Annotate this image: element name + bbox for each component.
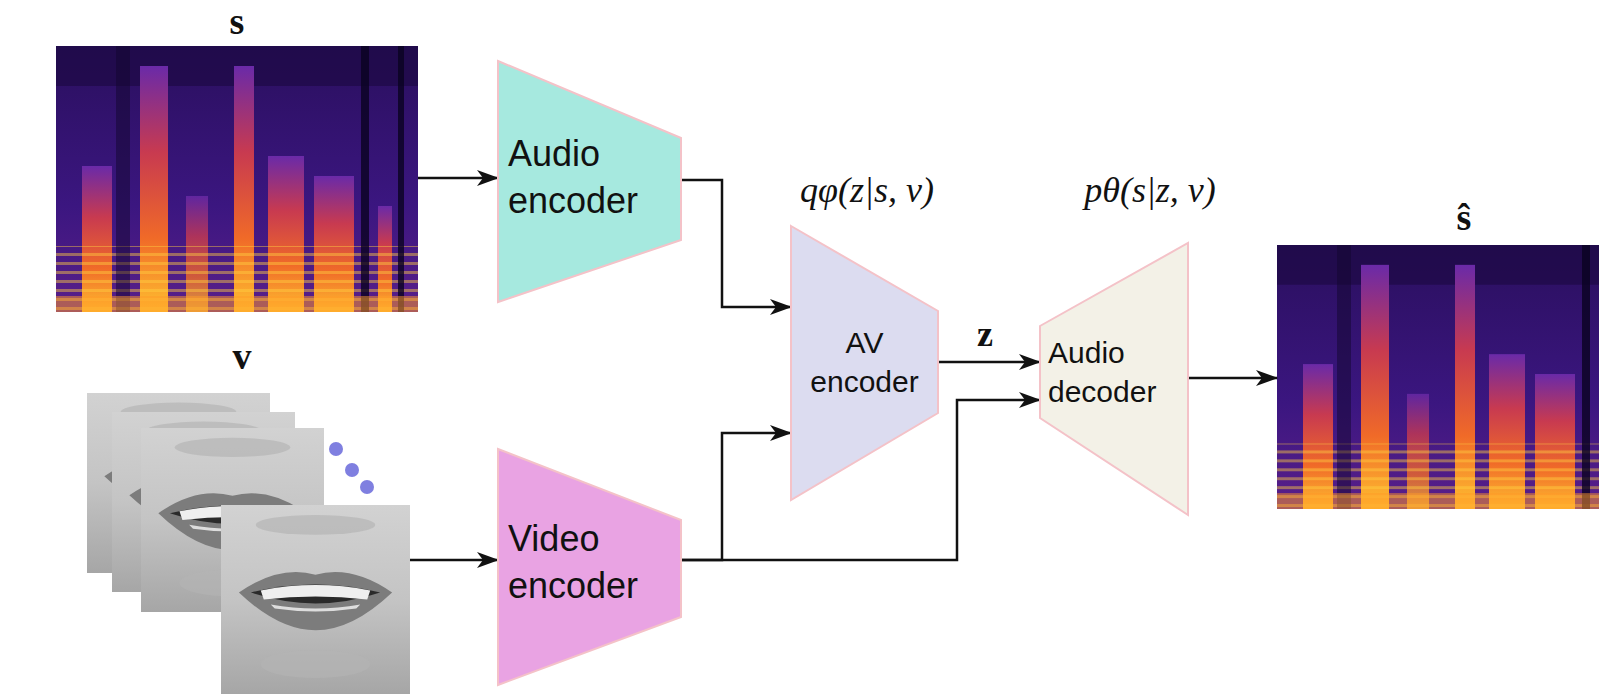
block-label: Audio decoder	[1048, 333, 1182, 411]
spectrogram-input	[56, 46, 418, 312]
encoder-block: Audio encoder	[498, 61, 681, 302]
spectrogram-node: ŝ	[1277, 245, 1599, 509]
flow-arrow	[418, 177, 498, 180]
latent-symbol: z	[955, 311, 1015, 358]
text-holder: v	[202, 332, 282, 381]
text-holder: z	[955, 311, 1015, 358]
encoder-block: AV encoder	[791, 226, 938, 500]
decoder-block: Audio decoder	[1040, 243, 1188, 515]
text-holder: AV encoder	[796, 323, 933, 401]
flow-arrow	[938, 361, 1040, 364]
spectrogram-node: s	[56, 46, 418, 312]
trapezoid-outline	[498, 449, 681, 685]
text-holder: ŝ	[1424, 193, 1504, 242]
lip-frames	[80, 386, 420, 696]
text-holder: Audio decoder	[1048, 333, 1182, 411]
block-label: Audio encoder	[508, 131, 676, 225]
text-holder: Video encoder	[508, 516, 676, 610]
trapezoid-shape	[791, 226, 938, 500]
block-label: Video encoder	[508, 516, 676, 610]
trapezoid-outline	[498, 61, 681, 302]
block-label: AV encoder	[796, 323, 933, 401]
text-holder: pθ(s|z, v)	[1020, 167, 1280, 214]
distribution-formula: qφ(z|s, v)	[737, 167, 997, 214]
flow-arrow	[410, 559, 498, 562]
flow-arrow	[681, 433, 791, 560]
trapezoid-outline	[791, 226, 938, 500]
flow-arrow	[1188, 377, 1277, 380]
spectrogram-output	[1277, 245, 1599, 509]
signal-symbol: v	[202, 332, 282, 381]
signal-symbol: ŝ	[1424, 193, 1504, 242]
distribution-formula: pθ(s|z, v)	[1020, 167, 1280, 214]
flow-arrow	[681, 180, 791, 307]
video-frames-node: v	[87, 393, 410, 694]
text-holder: qφ(z|s, v)	[737, 167, 997, 214]
encoder-block: Video encoder	[498, 449, 681, 685]
signal-symbol: s	[197, 0, 277, 47]
text-holder: Audio encoder	[508, 131, 676, 225]
trapezoid-outline	[1040, 243, 1188, 515]
text-holder: s	[197, 0, 277, 47]
